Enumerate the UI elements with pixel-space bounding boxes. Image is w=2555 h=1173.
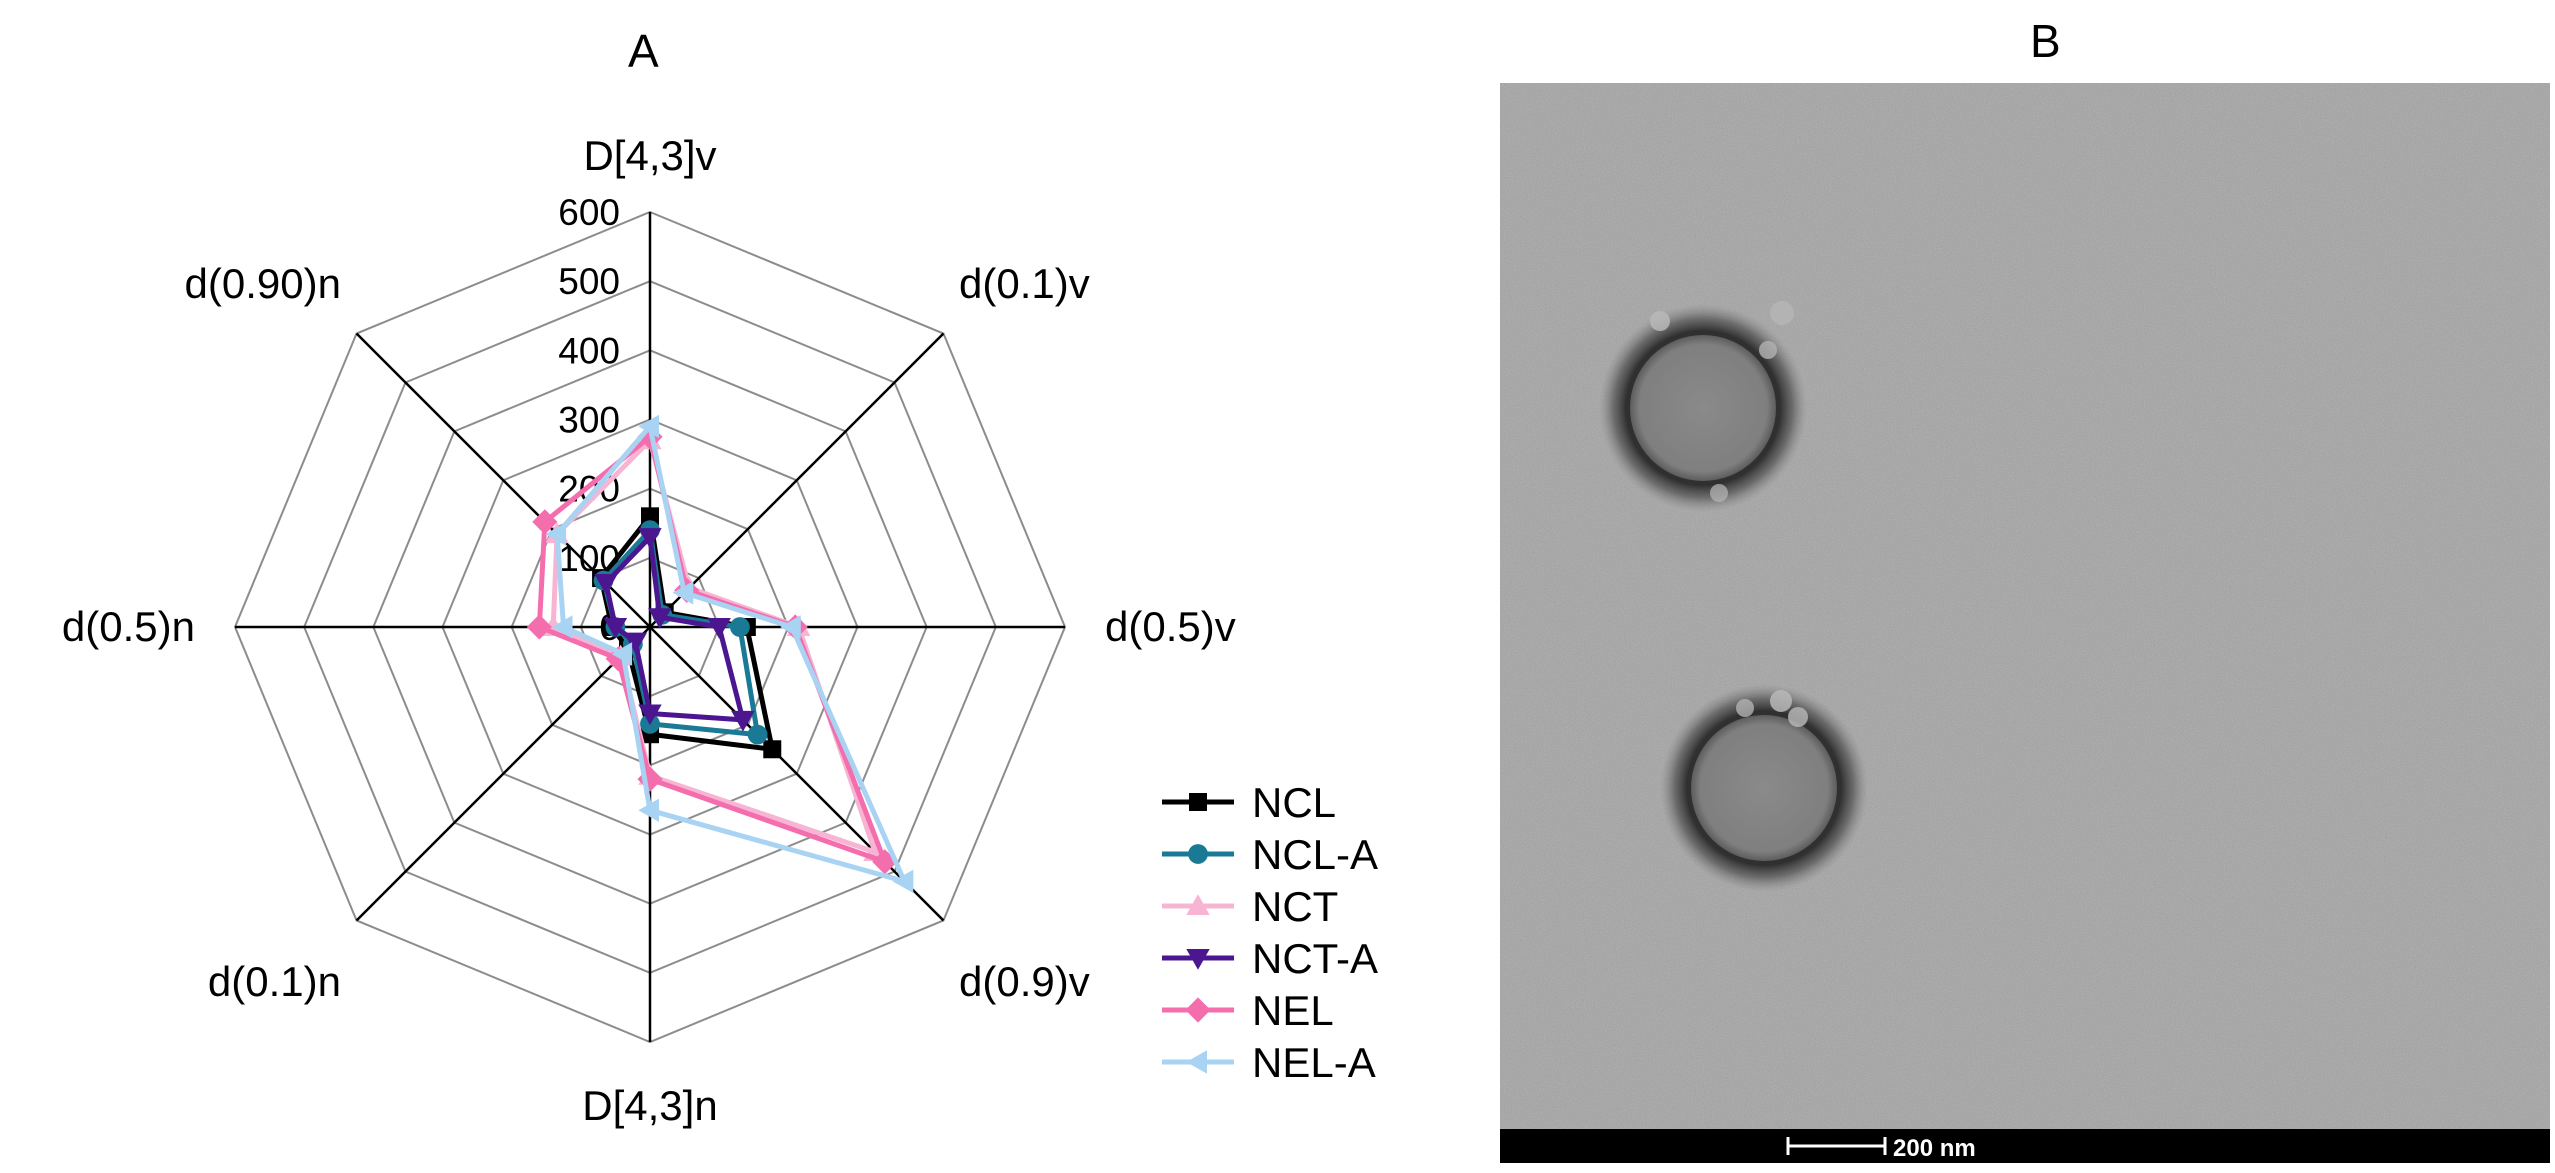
data-point xyxy=(1186,894,1210,915)
data-point xyxy=(638,798,659,822)
data-point xyxy=(551,615,573,639)
data-point xyxy=(730,617,750,637)
data-point xyxy=(1185,997,1211,1023)
legend-label: NCT-A xyxy=(1252,935,1378,982)
legend-label: NCT xyxy=(1252,883,1338,930)
axis-label: d(0.90)n xyxy=(185,260,341,307)
data-point xyxy=(638,704,662,726)
data-point xyxy=(638,528,662,549)
scale-bar: 200 nm xyxy=(1500,1129,2550,1163)
data-point xyxy=(747,724,768,745)
axis-label: d(0.1)n xyxy=(208,958,341,1005)
legend-label: NCL xyxy=(1252,779,1336,826)
nanoparticle xyxy=(1660,684,1868,892)
radial-tick-label: 500 xyxy=(558,261,620,302)
data-point xyxy=(638,414,659,439)
data-point xyxy=(1189,793,1207,811)
legend-label: NCL-A xyxy=(1252,831,1378,878)
data-point xyxy=(672,581,694,605)
axis-label: d(0.9)v xyxy=(959,958,1090,1005)
axis-label: d(0.5)v xyxy=(1105,603,1236,650)
data-point xyxy=(611,642,633,666)
nanoparticle xyxy=(1599,301,1807,512)
axis-spoke xyxy=(649,332,945,628)
data-point xyxy=(532,509,558,535)
legend-label: NEL-A xyxy=(1252,1039,1376,1086)
data-point xyxy=(1186,949,1210,970)
radar-grid xyxy=(233,210,1067,1044)
legend-item: NEL xyxy=(1162,987,1334,1034)
radar-chart: 0100200300400500600 D[4,3]vd(0.1)vd(0.5)… xyxy=(62,132,1378,1129)
axis-label: D[4,3]n xyxy=(582,1082,717,1129)
axis-label: d(0.5)n xyxy=(62,603,195,650)
data-point xyxy=(1186,1050,1207,1074)
series-nct-a xyxy=(594,528,755,732)
series-nel-a xyxy=(545,414,914,894)
data-point xyxy=(780,615,801,639)
data-point xyxy=(763,740,782,759)
data-point xyxy=(892,869,914,894)
tem-micrograph: 200 nm xyxy=(1500,83,2550,1163)
axis-label: d(0.1)v xyxy=(959,260,1090,307)
data-point xyxy=(594,573,618,595)
panel-a-label: A xyxy=(628,25,659,77)
axis-spoke xyxy=(649,626,945,922)
legend-item: NCL-A xyxy=(1162,831,1378,878)
scale-bar-label: 200 nm xyxy=(1893,1135,1976,1162)
data-point xyxy=(872,849,898,875)
data-point xyxy=(1188,844,1208,864)
data-point xyxy=(707,618,731,639)
legend-item: NEL-A xyxy=(1162,1039,1376,1086)
data-point xyxy=(623,632,648,654)
radial-tick-label: 600 xyxy=(558,192,620,233)
data-point xyxy=(545,522,567,546)
legend-item: NCL xyxy=(1162,779,1336,826)
data-point xyxy=(641,507,659,526)
legend-label: NEL xyxy=(1252,987,1334,1034)
data-point xyxy=(526,614,552,640)
data-point xyxy=(731,710,755,732)
data-point xyxy=(603,618,628,639)
data-point xyxy=(648,608,672,629)
radial-tick-label: 300 xyxy=(558,400,620,441)
legend-item: NCT xyxy=(1162,883,1338,930)
legend-item: NCT-A xyxy=(1162,935,1378,982)
axis-spoke xyxy=(355,626,651,922)
axis-label: D[4,3]v xyxy=(583,132,716,179)
radar-series xyxy=(526,414,914,894)
radial-tick-label: 400 xyxy=(558,330,620,371)
radar-axis-labels: D[4,3]v d(0.1)v d(0.5)v d(0.9)vD[4,3]n d(0.1… xyxy=(62,132,1236,1129)
panel-b-label: B xyxy=(2030,15,2061,67)
legend: NCL NCL-A NCT NCT-A NEL NEL-A xyxy=(1162,779,1378,1086)
